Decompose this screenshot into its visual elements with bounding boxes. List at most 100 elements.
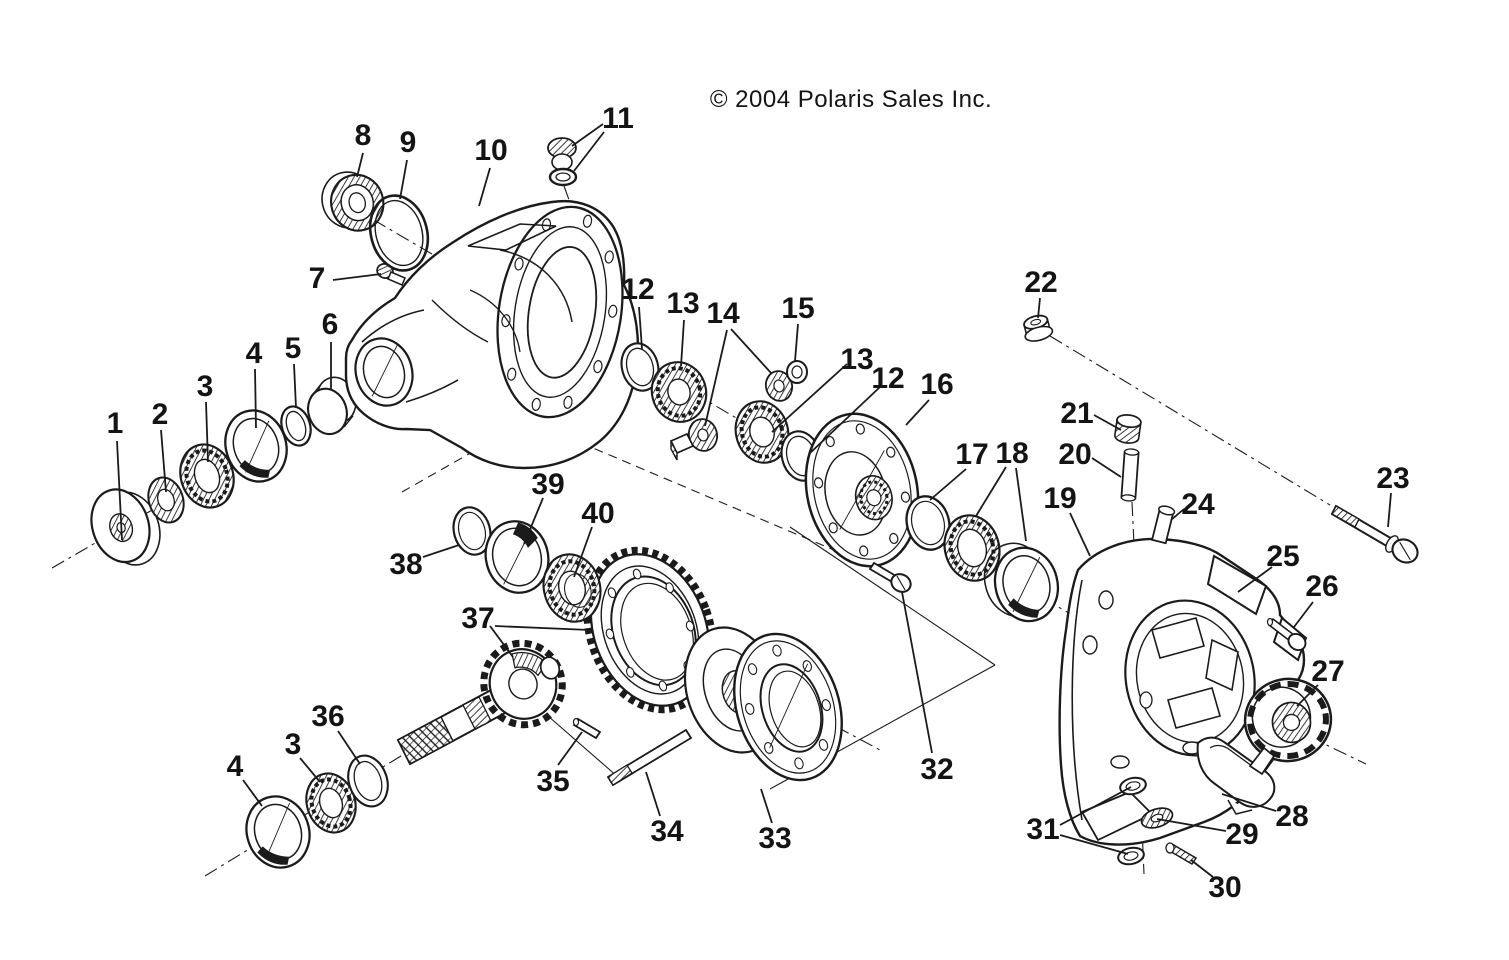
part-pin-35 bbox=[572, 717, 602, 740]
callout-3: 3 bbox=[197, 370, 214, 403]
part-side-gear-13a bbox=[650, 361, 708, 423]
part-bolt-26 bbox=[1266, 617, 1307, 652]
callout-22: 22 bbox=[1024, 266, 1057, 299]
part-snap-ring-17 bbox=[905, 495, 951, 551]
part-fill-plug-11 bbox=[547, 137, 578, 187]
leader-line-25 bbox=[1237, 566, 1273, 593]
callout-1: 1 bbox=[107, 407, 124, 440]
callout-17: 17 bbox=[955, 438, 988, 471]
leader-line-16 bbox=[905, 399, 930, 426]
leader-line-1 bbox=[116, 440, 123, 541]
part-nut-21 bbox=[1114, 414, 1142, 444]
part-snap-ring-5 bbox=[280, 405, 312, 447]
leader-line-26 bbox=[1293, 601, 1314, 628]
leader-line-21 bbox=[1093, 414, 1122, 431]
leader-line-38 bbox=[422, 544, 460, 558]
part-bearing-40 bbox=[542, 553, 602, 623]
callout-16: 16 bbox=[920, 368, 953, 401]
leader-line-18 bbox=[975, 466, 1007, 517]
leader-line-28 bbox=[1221, 793, 1277, 812]
callout-25: 25 bbox=[1266, 540, 1299, 573]
part-pinion-gear-14a bbox=[764, 370, 794, 402]
callout-38: 38 bbox=[389, 548, 422, 581]
callout-9: 9 bbox=[400, 126, 417, 159]
leader-line-3 bbox=[205, 401, 209, 463]
part-bearing-3 bbox=[179, 443, 235, 509]
leader-line-12 bbox=[638, 306, 643, 350]
leader-line-5 bbox=[293, 363, 297, 409]
callout-32: 32 bbox=[920, 753, 953, 786]
leader-line-37 bbox=[494, 625, 591, 631]
part-roll-pin-34 bbox=[606, 728, 693, 787]
callout-12: 12 bbox=[621, 273, 654, 306]
callout-11: 11 bbox=[602, 102, 634, 135]
leader-line-10 bbox=[478, 167, 491, 207]
leader-line-34 bbox=[645, 771, 661, 817]
callout-5: 5 bbox=[285, 332, 302, 365]
leader-line-24 bbox=[1170, 508, 1185, 521]
leader-line-4 bbox=[254, 368, 257, 429]
part-carrier-flange-16 bbox=[804, 412, 920, 568]
callout-18: 18 bbox=[995, 437, 1028, 470]
leader-line-13 bbox=[680, 319, 685, 367]
callout-21: 21 bbox=[1060, 397, 1093, 430]
leader-line-32 bbox=[901, 591, 933, 754]
part-ring-gear-37b bbox=[583, 546, 717, 714]
leader-line-39 bbox=[523, 497, 544, 545]
callout-6: 6 bbox=[322, 308, 339, 341]
part-bolt-23 bbox=[1330, 504, 1419, 564]
callout-19: 19 bbox=[1043, 482, 1076, 515]
callout-34: 34 bbox=[650, 815, 684, 848]
callout-27: 27 bbox=[1311, 655, 1344, 688]
part-bolt-30 bbox=[1165, 842, 1198, 866]
callout-29: 29 bbox=[1225, 818, 1258, 851]
leader-line-17 bbox=[929, 468, 967, 501]
callout-2: 2 bbox=[152, 398, 169, 431]
leader-line-37 bbox=[489, 625, 514, 658]
leader-line-31 bbox=[1059, 834, 1129, 855]
part-thrust-washer-12a bbox=[620, 342, 660, 392]
leader-line-7 bbox=[332, 273, 382, 281]
callout-10: 10 bbox=[474, 134, 507, 167]
callout-37: 37 bbox=[461, 602, 494, 635]
part-cross-block bbox=[669, 432, 695, 461]
part-pinion-shaft-37 bbox=[396, 639, 566, 766]
leader-line-14 bbox=[704, 329, 728, 427]
callout-28: 28 bbox=[1275, 800, 1308, 833]
copyright-text: © 2004 Polaris Sales Inc. bbox=[710, 86, 992, 113]
part-grommet-31b bbox=[1117, 846, 1145, 866]
callout-13: 13 bbox=[666, 287, 699, 320]
part-shift-fork-28 bbox=[1196, 736, 1276, 815]
leader-line-22 bbox=[1037, 297, 1041, 319]
part-stud-20 bbox=[1120, 448, 1140, 502]
part-bearing-cup-18b bbox=[983, 542, 1060, 623]
leader-line-14 bbox=[730, 328, 773, 375]
callout-8: 8 bbox=[355, 119, 372, 152]
leader-line-36 bbox=[337, 730, 361, 765]
callout-13: 13 bbox=[840, 343, 873, 376]
callout-23: 23 bbox=[1376, 462, 1409, 495]
leader-line-13 bbox=[771, 363, 848, 433]
part-coupler-27 bbox=[1243, 677, 1333, 763]
callout-30: 30 bbox=[1208, 871, 1241, 904]
part-bolt-24 bbox=[1151, 505, 1176, 545]
leader-line-20 bbox=[1091, 457, 1122, 478]
callout-39: 39 bbox=[531, 468, 564, 501]
callout-20: 20 bbox=[1058, 438, 1091, 471]
callout-33: 33 bbox=[758, 822, 791, 855]
leader-line-2 bbox=[160, 429, 167, 493]
leader-line-31 bbox=[1059, 786, 1132, 826]
callout-3: 3 bbox=[285, 728, 302, 761]
callout-24: 24 bbox=[1181, 488, 1215, 521]
leader-line-27 bbox=[1296, 684, 1319, 707]
part-retainer-15 bbox=[786, 360, 808, 384]
part-nut-22 bbox=[1023, 314, 1054, 342]
part-bearing-cone-2 bbox=[147, 476, 185, 524]
leader-line-15 bbox=[794, 323, 799, 362]
part-side-gear-13b bbox=[734, 400, 790, 464]
leader-line-33 bbox=[760, 788, 773, 824]
callout-40: 40 bbox=[581, 497, 614, 530]
